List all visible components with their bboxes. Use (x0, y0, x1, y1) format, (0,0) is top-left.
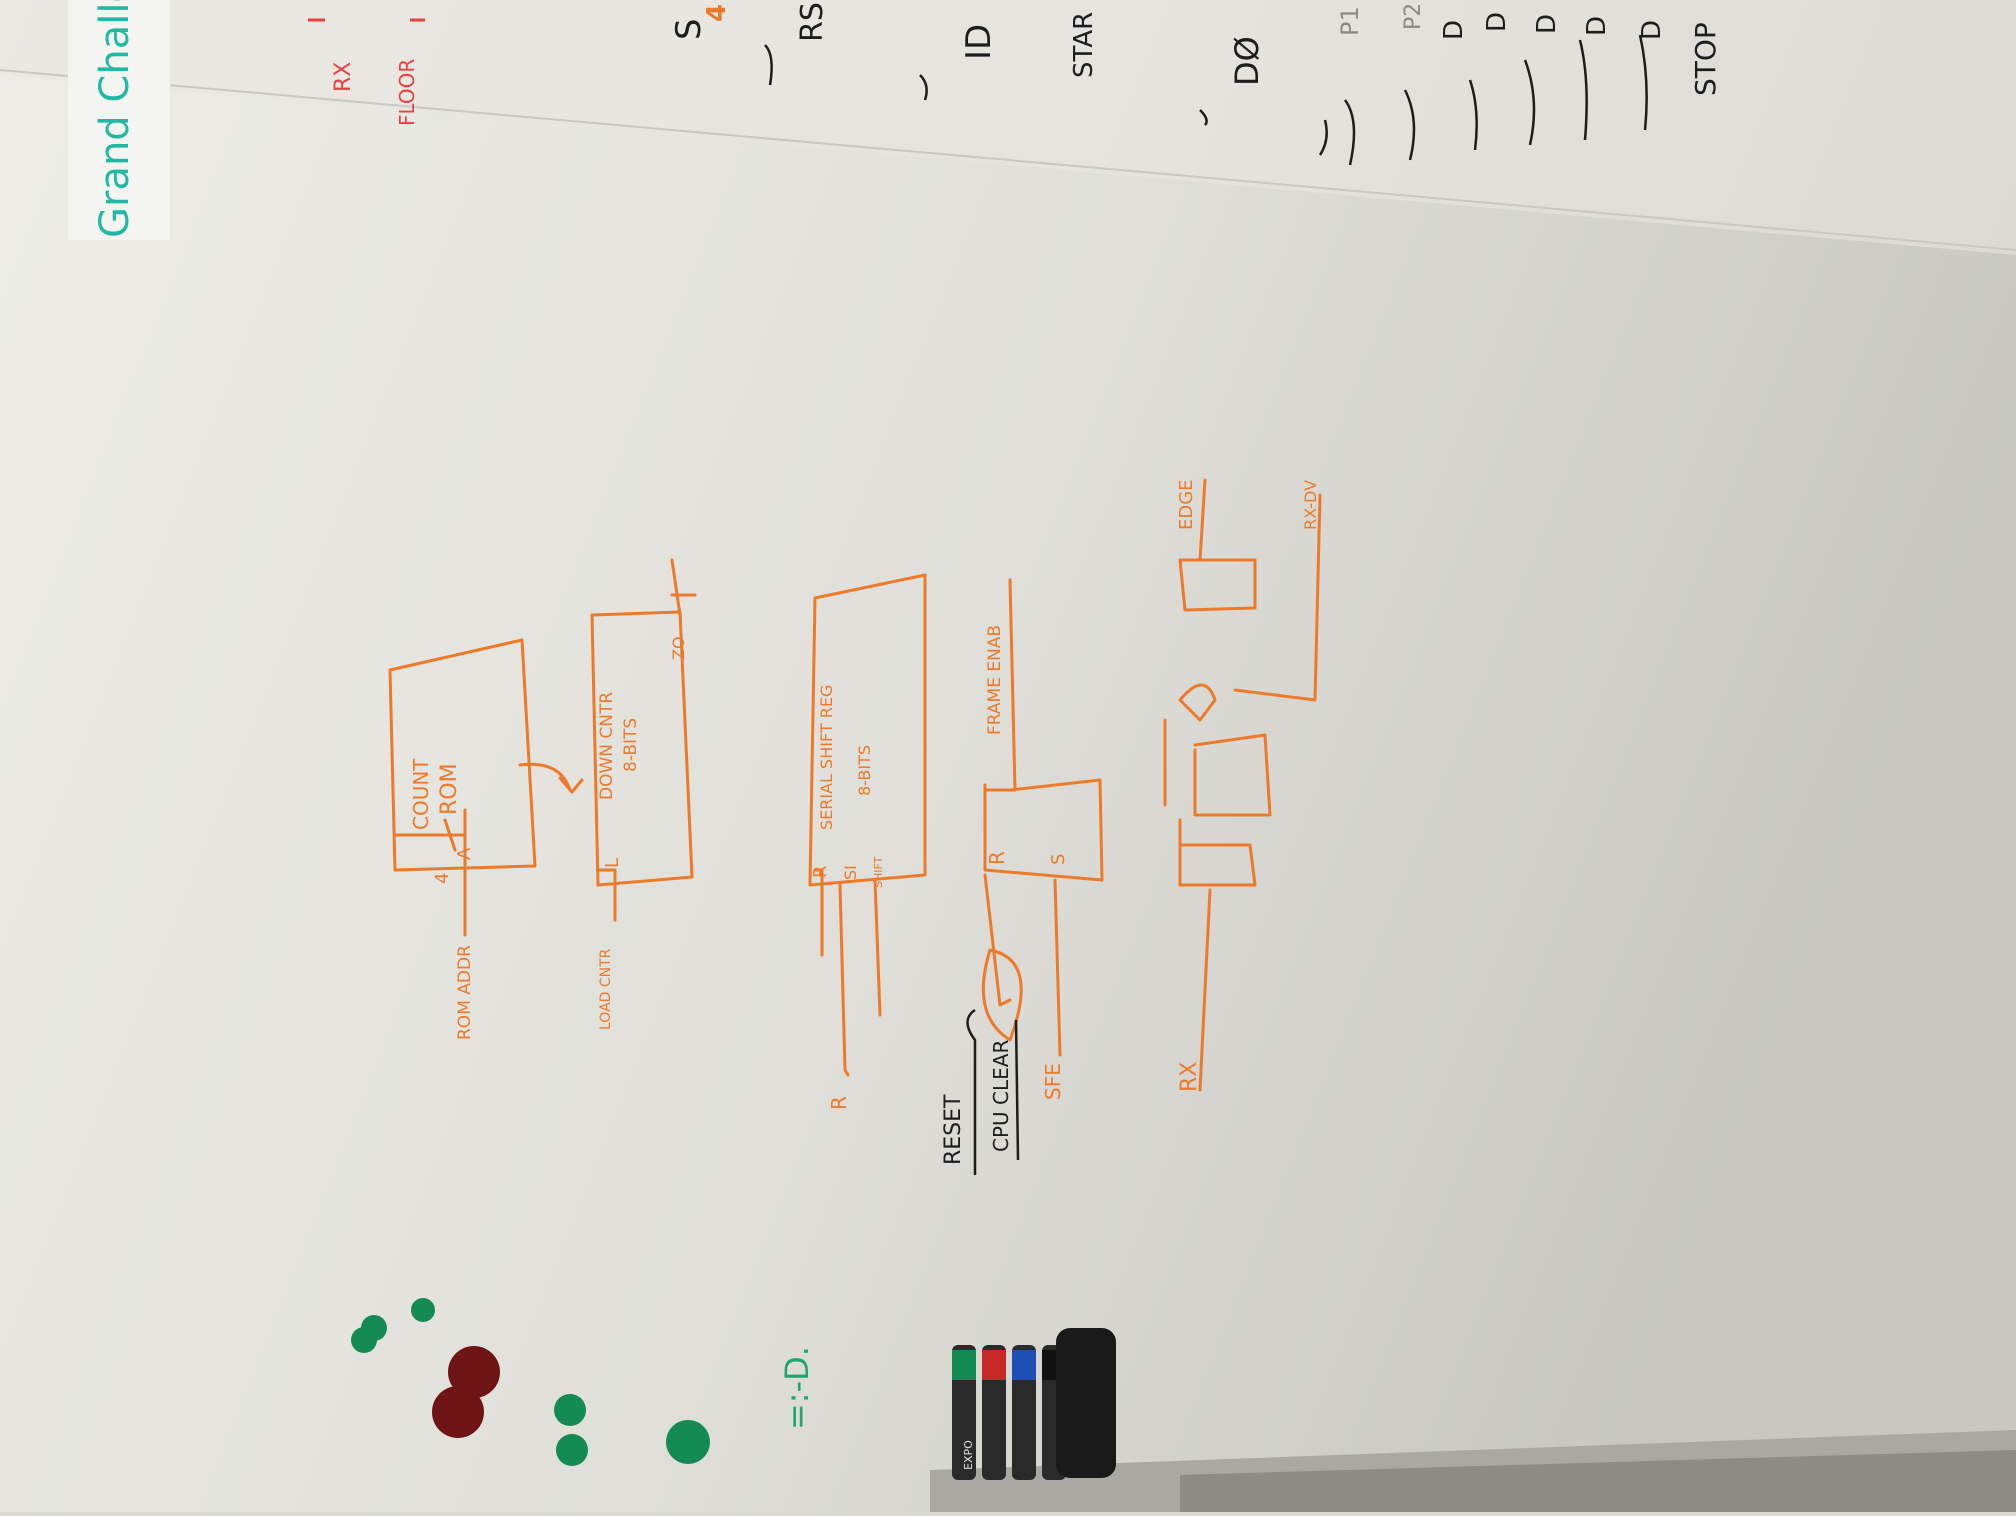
sfe-label: SFE (1041, 1063, 1065, 1100)
shift-si-wire (838, 883, 850, 1077)
note-s: S (669, 18, 709, 40)
red-magnet (432, 1386, 484, 1438)
note-p2: P2 (1401, 3, 1426, 30)
down-counter-title: DOWN CNTR (597, 692, 617, 800)
r-input-label: R (827, 1096, 851, 1110)
shift-shift-wire (873, 878, 882, 1017)
cpu-clear-underline (1014, 1019, 1020, 1161)
rx-label: RX (1177, 1062, 1202, 1092)
marker-brand-label: EXPO (962, 1440, 975, 1470)
down-counter-port-out: ZO (669, 636, 688, 660)
red-marker-cap-icon (982, 1350, 1006, 1380)
reset-underline (966, 1008, 977, 1175)
rom-to-counter-arrow (518, 762, 572, 792)
green-marker-cap-icon (952, 1350, 976, 1380)
wall-edge (1180, 1450, 2016, 1512)
count-rom-subtitle: ROM (437, 763, 462, 815)
ff-stage-2 (1193, 733, 1272, 817)
note-start: STAR (1069, 12, 1099, 78)
note-d1: D (1439, 20, 1469, 40)
frame-enab-wire (983, 578, 1017, 792)
edge-wire (1198, 478, 1207, 562)
and-gate (1178, 683, 1217, 722)
green-magnet (556, 1434, 588, 1466)
down-counter-subtitle: 8-BITS (621, 718, 641, 772)
board-title: Grand Challenge (92, 0, 138, 238)
note-d5: D (1637, 20, 1667, 40)
note-rs: RS (795, 2, 830, 42)
ff-stage-1 (1178, 818, 1257, 887)
shift-r-wire (813, 868, 824, 957)
sr-flip-flop (983, 778, 1104, 882)
green-magnet (554, 1394, 586, 1426)
shift-register-subtitle: 8-BITS (855, 745, 874, 796)
bus-slash (443, 818, 457, 852)
green-magnet (411, 1298, 435, 1322)
or-gate-output (983, 873, 1012, 1007)
smiley-doodle: =:-D. (778, 1346, 816, 1430)
or-gate (981, 948, 1023, 1042)
rx-dv-label: RX-DV (1301, 480, 1320, 530)
blue-marker-cap-icon (1012, 1350, 1036, 1380)
note-4: 4 (702, 4, 732, 22)
flip-flop-port-r: R (985, 851, 1009, 865)
shift-register-port-r: R (810, 865, 831, 878)
down-counter-port-l: L (602, 858, 623, 868)
note-stop: STOP (1689, 22, 1722, 96)
shift-register-block (808, 573, 927, 887)
note-d4: D (1582, 16, 1612, 36)
frame-enab-label: FRAME ENAB (985, 625, 1005, 735)
sfe-wire (1053, 878, 1062, 1057)
note-d2: D (1482, 12, 1512, 32)
title-card (68, 0, 170, 240)
eraser[interactable] (1056, 1328, 1116, 1478)
note-p1: P1 (1336, 6, 1364, 36)
shift-register-port-shift: SHIFT (872, 856, 885, 888)
green-magnet (351, 1327, 377, 1353)
shift-register-port-si: SI (841, 865, 860, 880)
red-magnet (448, 1346, 500, 1398)
flip-flop-port-s: S (1048, 854, 1069, 865)
down-counter-block (590, 610, 694, 887)
note-d0: DØ (1228, 36, 1266, 86)
rom-addr-label: ROM ADDR (455, 945, 475, 1040)
edge-output-block (1178, 558, 1257, 612)
rx-dv-wire (1233, 493, 1322, 702)
rx-input-wire (1198, 888, 1212, 1092)
green-magnet (666, 1420, 710, 1464)
marker-tray: EXPO (952, 1328, 1116, 1480)
count-rom-port-a: A (454, 847, 475, 860)
count-rom-bus-width: 4 (432, 873, 453, 884)
note-id: ID (959, 24, 999, 60)
load-cntr-wire (596, 868, 617, 922)
reset-label: RESET (941, 1094, 966, 1165)
red-label-floor: FLOOR (395, 59, 419, 126)
edge-label: EDGE (1176, 479, 1197, 530)
note-d3: D (1532, 14, 1562, 34)
right-notes (764, 34, 1648, 166)
zero-out-wire (670, 558, 697, 617)
cpu-clear-label: CPU CLEAR (989, 1040, 1013, 1152)
arrow-head (558, 776, 584, 794)
count-rom-title: COUNT (409, 758, 433, 830)
upper-board-panel (0, 0, 2016, 255)
shift-register-title: SERIAL SHIFT REG (817, 685, 836, 830)
magnets (351, 1298, 710, 1466)
red-label-rx: RX (331, 62, 356, 92)
count-rom-block (388, 638, 537, 872)
load-cntr-label: LOAD CNTR (598, 948, 614, 1030)
